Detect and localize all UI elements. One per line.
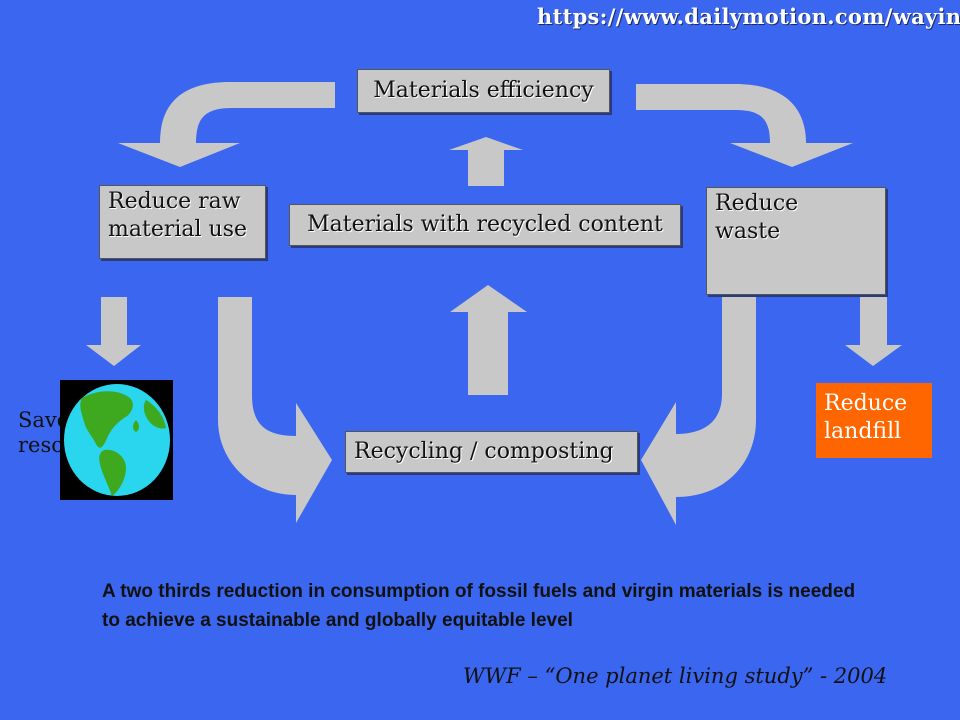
curved-arrow-to-reduce-waste <box>636 84 853 167</box>
node-reduce-landfill-label: Reduce landfill <box>824 391 908 444</box>
node-reduce-raw-label: Reduce raw material use <box>108 189 248 242</box>
node-materials-efficiency-label: Materials efficiency <box>373 78 594 103</box>
curved-arrow-right-to-recycling <box>641 297 756 525</box>
citation-text: WWF – “One planet living study” - 2004 <box>463 664 888 688</box>
down-arrow-to-landfill <box>845 297 902 366</box>
node-recycled-content: Materials with recycled content <box>289 204 681 246</box>
curved-arrow-left-to-recycling <box>218 297 332 523</box>
up-arrow-from-recycling <box>450 285 527 395</box>
node-recycled-content-label: Materials with recycled content <box>307 212 663 237</box>
node-materials-efficiency: Materials efficiency <box>357 69 610 113</box>
watermark-url: https://www.dailymotion.com/wayin <box>537 4 960 29</box>
node-reduce-landfill: Reduce landfill <box>816 383 932 458</box>
save-resources-label: Save resources <box>18 408 68 457</box>
node-reduce-waste-label: Reduce waste <box>715 191 799 244</box>
node-reduce-waste: Reduce waste <box>706 187 886 295</box>
node-recycling-composting-label: Recycling / composting <box>354 439 614 464</box>
node-recycling-composting: Recycling / composting <box>345 431 638 473</box>
node-reduce-raw: Reduce raw material use <box>99 185 266 259</box>
earth-globe-icon <box>60 380 173 500</box>
down-arrow-to-save <box>86 297 141 366</box>
quote-text: A two thirds reduction in consumption of… <box>102 581 856 631</box>
curved-arrow-to-reduce-raw <box>118 82 335 167</box>
up-arrow-to-efficiency <box>449 137 523 186</box>
